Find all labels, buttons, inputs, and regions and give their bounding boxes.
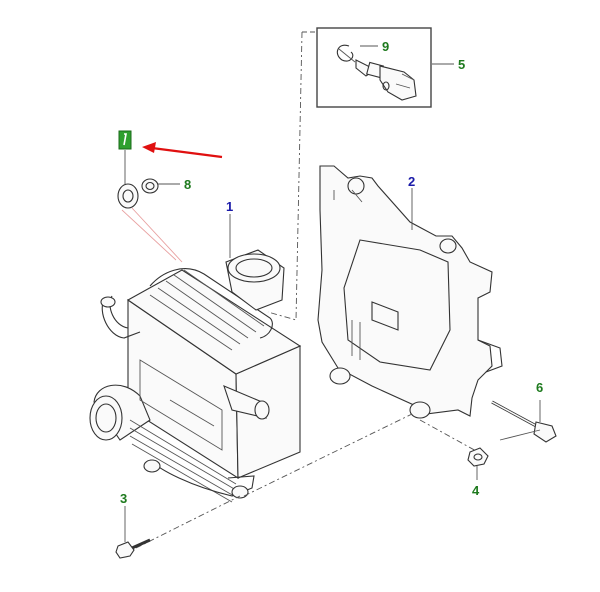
callout-6: 6 bbox=[536, 380, 543, 395]
clip-part bbox=[336, 44, 356, 63]
nut-part bbox=[467, 447, 489, 480]
callout-4: 4 bbox=[472, 483, 480, 498]
seal-part-highlighted bbox=[118, 130, 132, 150]
leader-lines bbox=[229, 45, 454, 258]
callout-9: 9 bbox=[382, 39, 389, 54]
bracket-part bbox=[135, 165, 503, 549]
callout-1: 1 bbox=[226, 199, 233, 214]
inset-box bbox=[267, 27, 432, 321]
callout-3: 3 bbox=[120, 491, 127, 506]
intercooler-part bbox=[89, 249, 302, 503]
callout-8: 8 bbox=[184, 177, 191, 192]
sensor-part bbox=[355, 59, 417, 101]
callout-2: 2 bbox=[408, 174, 415, 189]
grommet-part bbox=[117, 150, 183, 263]
bottom-bolt-part bbox=[115, 506, 151, 559]
long-bolt-part bbox=[491, 400, 557, 443]
red-arrow bbox=[142, 142, 223, 159]
callout-5: 5 bbox=[458, 57, 465, 72]
